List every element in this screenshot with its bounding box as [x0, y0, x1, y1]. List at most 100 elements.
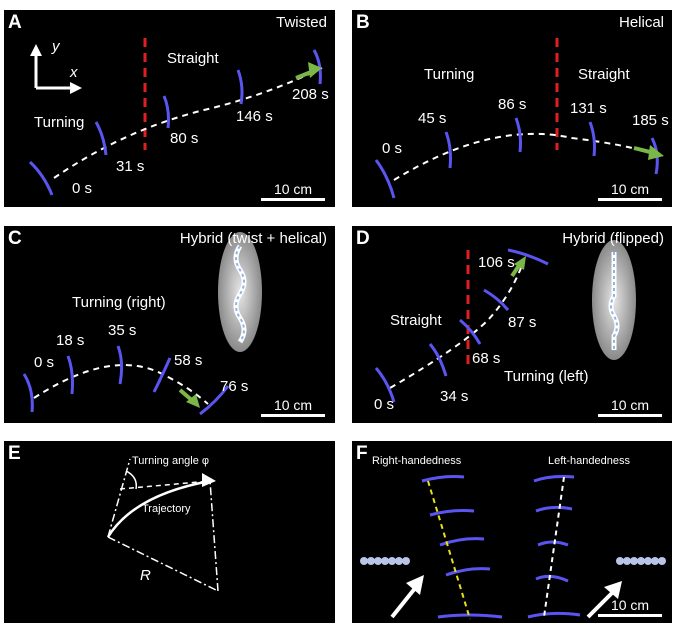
time-label: 45 s: [418, 110, 447, 127]
turning-angle-label: Turning angle φ: [132, 455, 210, 467]
time-label: 208 s: [292, 86, 329, 103]
right-handedness-label: Right-handedness: [372, 455, 462, 467]
robot-bead-chain-left: [616, 557, 666, 565]
time-label: 106 s: [478, 254, 515, 271]
direction-arrowhead: [186, 394, 200, 408]
robot-left: [535, 505, 573, 513]
time-label: 0 s: [34, 354, 55, 371]
time-label: 0 s: [382, 140, 403, 157]
robot-106s: [507, 248, 549, 266]
time-label: 0 s: [374, 396, 395, 413]
robot-87s: [483, 288, 510, 311]
scale-bar: 10 cm: [261, 397, 325, 417]
time-label: 76 s: [220, 378, 249, 395]
tangent-line-end: [119, 480, 211, 490]
motion-arrowhead-left: [604, 581, 622, 599]
panel-f-letter: F: [356, 443, 368, 464]
scale-label: 10 cm: [273, 181, 313, 197]
panel-a-title: Twisted: [276, 14, 327, 31]
right-path: [427, 480, 471, 620]
scale-line: [598, 614, 662, 617]
scale-line: [598, 198, 662, 201]
left-path: [543, 476, 565, 618]
phase-straight-label: Straight: [390, 312, 442, 329]
robot-18s: [66, 355, 74, 395]
time-label: 68 s: [472, 350, 501, 367]
robot-80s: [162, 95, 170, 129]
panel-a-graphic: [28, 38, 323, 196]
trajectory-arrowhead: [202, 473, 216, 487]
robot-schematic-helix: [235, 245, 245, 343]
phase-turning-label: Turning (right): [72, 294, 166, 311]
panel-b: B Helical Turning Straight 0 s 45 s 86 s…: [352, 10, 672, 207]
phase-straight-label: Straight: [578, 66, 630, 83]
robot-0s: [28, 160, 54, 196]
time-label: 86 s: [498, 96, 527, 113]
scale-label: 10 cm: [610, 397, 650, 413]
trajectory-curve: [106, 479, 211, 538]
robot-left: [537, 540, 569, 547]
robot-58s: [152, 357, 172, 393]
panel-b-letter: B: [356, 12, 370, 33]
axis-y-label: y: [52, 38, 60, 55]
robot-right: [437, 613, 503, 619]
robot-left: [527, 611, 581, 619]
panel-f: F Right-handedness Left-handedness 10 cm: [352, 441, 672, 623]
panel-f-graphic: [360, 475, 666, 620]
robot-0s: [22, 373, 34, 413]
robot-76s: [199, 385, 230, 416]
scale-line: [261, 198, 325, 201]
trajectory-label: Trajectory: [142, 503, 191, 515]
scale-bar: 10 cm: [598, 397, 662, 417]
robot-bead-chain-right: [360, 557, 410, 565]
panel-c: C Hybrid (twist + helical) Turning (righ…: [4, 226, 335, 423]
phase-straight-label: Straight: [167, 50, 219, 67]
robot-left: [533, 475, 575, 483]
direction-arrowhead: [308, 62, 322, 78]
x-axis-arrowhead: [70, 82, 82, 94]
left-handedness-label: Left-handedness: [548, 455, 630, 467]
panel-d-title: Hybrid (flipped): [562, 230, 664, 247]
motion-arrow-left: [586, 589, 616, 619]
time-label: 87 s: [508, 314, 537, 331]
robot-right: [445, 567, 491, 577]
robot-31s: [94, 121, 108, 156]
robot-right: [429, 509, 475, 517]
scale-line: [261, 414, 325, 417]
radius-line-end: [209, 480, 219, 592]
panel-c-title: Hybrid (twist + helical): [179, 230, 327, 247]
panel-b-graphic: [374, 38, 664, 199]
trajectory-path: [53, 67, 323, 179]
time-label: 0 s: [72, 180, 93, 197]
panel-e-letter: E: [8, 443, 21, 464]
panel-d: D Hybrid (flipped) Straight Turning (lef…: [352, 226, 672, 423]
motion-arrowhead-right: [406, 575, 424, 595]
direction-arrowhead: [514, 256, 526, 270]
panel-a-letter: A: [8, 12, 22, 33]
panel-b-title: Helical: [618, 14, 664, 31]
time-label: 58 s: [174, 352, 203, 369]
time-label: 146 s: [236, 108, 273, 125]
robot-0s: [374, 367, 396, 403]
panel-a: A Twisted y x Turning Straight 0 s 31 s …: [4, 10, 335, 207]
trajectory-path: [393, 132, 657, 181]
scale-bar: 10 cm: [598, 181, 662, 201]
scale-label: 10 cm: [610, 181, 650, 197]
robot-right: [421, 475, 465, 483]
scale-label: 10 cm: [273, 397, 313, 413]
time-label: 80 s: [170, 130, 199, 147]
robot-146s: [236, 69, 244, 105]
robot-131s: [588, 121, 596, 157]
y-axis-arrowhead: [30, 44, 42, 56]
robot-schematic-helix: [610, 252, 618, 350]
time-label: 35 s: [108, 322, 137, 339]
radius-label: R: [140, 567, 151, 584]
scale-label: 10 cm: [610, 597, 650, 613]
radius-line-start: [107, 536, 219, 592]
robot-left: [535, 574, 569, 583]
robot-35s: [116, 345, 124, 385]
robot-208s: [312, 49, 322, 85]
angle-arc: [125, 470, 138, 490]
scale-line: [598, 414, 662, 417]
phase-turning-label: Turning: [34, 114, 85, 131]
